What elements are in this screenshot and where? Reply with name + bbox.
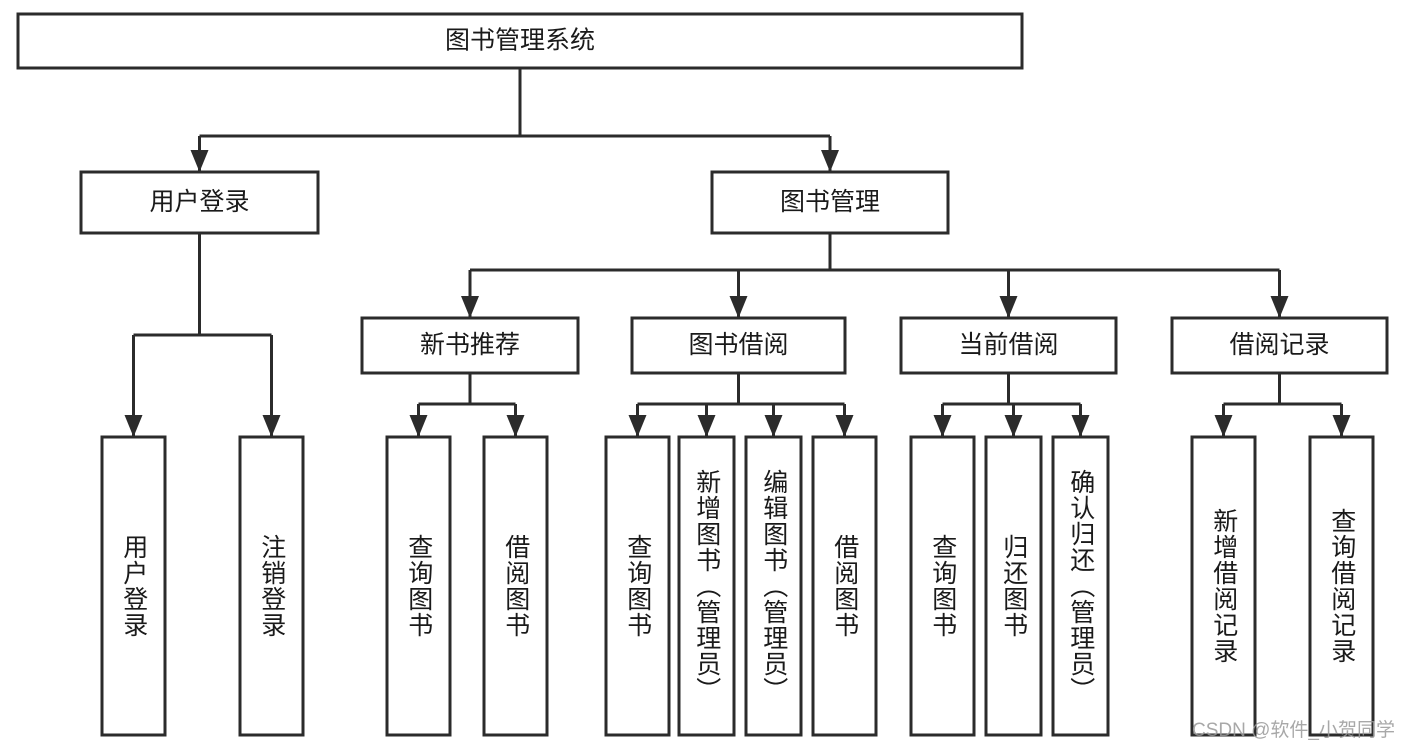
- node-leaf-query-book-3[interactable]: [909, 435, 976, 737]
- node-leaf-add-record[interactable]: [1190, 435, 1257, 737]
- node-leaf-query-record[interactable]: [1308, 435, 1375, 737]
- node-book-manage[interactable]: 图书管理: [710, 170, 950, 235]
- node-box-new-book-rec[interactable]: [360, 316, 580, 375]
- node-leaf-query-book-1[interactable]: [385, 435, 452, 737]
- node-box-leaf-edit-book[interactable]: [744, 435, 803, 737]
- edges-layer: [124, 68, 1351, 437]
- node-leaf-user-login[interactable]: [100, 435, 167, 737]
- node-box-leaf-query-book-2[interactable]: [604, 435, 671, 737]
- node-leaf-query-book-2[interactable]: [604, 435, 671, 737]
- node-leaf-return-book[interactable]: [984, 435, 1043, 737]
- node-box-leaf-user-login[interactable]: [100, 435, 167, 737]
- node-box-leaf-borrow-book-1[interactable]: [482, 435, 549, 737]
- node-label-root: 图书管理系统: [445, 27, 595, 55]
- watermark-text: CSDN @软件_小贺同学: [1192, 720, 1395, 741]
- node-box-leaf-logout[interactable]: [238, 435, 305, 737]
- node-box-book-borrow[interactable]: [630, 316, 847, 375]
- node-leaf-edit-book[interactable]: [744, 435, 803, 737]
- node-user-login[interactable]: 用户登录: [79, 170, 320, 235]
- node-label-book-borrow: 图书借阅: [688, 331, 788, 359]
- node-box-leaf-query-book-1[interactable]: [385, 435, 452, 737]
- node-label-user-login: 用户登录: [149, 188, 249, 216]
- node-box-current-borrow[interactable]: [899, 316, 1118, 375]
- node-leaf-borrow-book-2[interactable]: [811, 435, 878, 737]
- node-box-book-manage[interactable]: [710, 170, 950, 235]
- node-box-root[interactable]: [16, 12, 1024, 70]
- node-label-new-book-rec: 新书推荐: [420, 331, 520, 359]
- node-borrow-record[interactable]: 借阅记录: [1170, 316, 1389, 375]
- node-box-leaf-borrow-book-2[interactable]: [811, 435, 878, 737]
- node-box-borrow-record[interactable]: [1170, 316, 1389, 375]
- node-box-leaf-confirm-return[interactable]: [1051, 435, 1110, 737]
- node-leaf-borrow-book-1[interactable]: [482, 435, 549, 737]
- node-label-book-manage: 图书管理: [780, 188, 880, 216]
- node-label-borrow-record: 借阅记录: [1229, 331, 1329, 359]
- node-box-leaf-query-record[interactable]: [1308, 435, 1375, 737]
- node-box-leaf-return-book[interactable]: [984, 435, 1043, 737]
- node-current-borrow[interactable]: 当前借阅: [899, 316, 1118, 375]
- node-box-leaf-add-book[interactable]: [677, 435, 736, 737]
- node-label-current-borrow: 当前借阅: [958, 331, 1058, 359]
- node-new-book-rec[interactable]: 新书推荐: [360, 316, 580, 375]
- node-leaf-logout[interactable]: [238, 435, 305, 737]
- node-root[interactable]: 图书管理系统: [16, 12, 1024, 70]
- node-leaf-confirm-return[interactable]: [1051, 435, 1110, 737]
- node-box-leaf-add-record[interactable]: [1190, 435, 1257, 737]
- node-leaf-add-book[interactable]: [677, 435, 736, 737]
- node-book-borrow[interactable]: 图书借阅: [630, 316, 847, 375]
- node-box-leaf-query-book-3[interactable]: [909, 435, 976, 737]
- node-box-user-login[interactable]: [79, 170, 320, 235]
